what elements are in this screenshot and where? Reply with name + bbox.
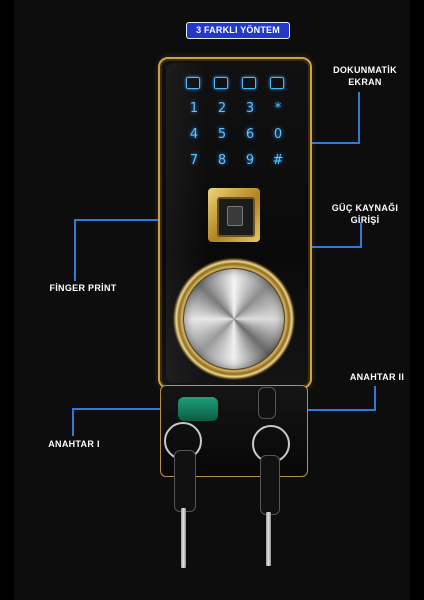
key-2-head (260, 455, 280, 515)
left-border (0, 0, 14, 600)
callout-line-key1-v (72, 408, 74, 436)
callout-line-power (360, 222, 362, 248)
keypad-key-6: 6 (245, 127, 255, 142)
keypad-key-8: 8 (217, 153, 227, 168)
label-key-2: ANAHTAR II (349, 372, 405, 382)
key-1-head (174, 450, 196, 512)
callout-line-key1 (72, 408, 172, 410)
label-touch-screen-text: DOKUNMATİK EKRAN (333, 65, 397, 87)
callout-line-finger-v (74, 219, 76, 281)
fingerprint-sensor (227, 206, 243, 226)
methods-badge: 3 FARKLI YÖNTEM (186, 22, 290, 39)
keypad-key-1: 1 (189, 101, 199, 116)
callout-line-power-h (302, 246, 362, 248)
card-icon (242, 77, 256, 89)
keypad-key-7: 7 (189, 153, 199, 168)
keypad-key-2: 2 (217, 101, 227, 116)
fingerprint-reader (208, 188, 260, 242)
product-photo: 3 FARKLI YÖNTEM DOKUNMATİK EKRAN GÜÇ KAY… (14, 0, 410, 600)
keypad-key-9: 9 (245, 153, 255, 168)
label-power-input: GÜÇ KAYNAĞI GİRİŞİ (326, 202, 404, 226)
key-2-blade (266, 512, 271, 566)
lock-knob (184, 269, 284, 369)
key-1-green-tag (178, 397, 218, 421)
label-key-1: ANAHTAR I (48, 439, 100, 449)
callout-line-key2 (374, 386, 376, 410)
right-border (410, 0, 424, 600)
callout-line-finger (74, 219, 202, 221)
knob-bezel (173, 258, 295, 380)
keypad-key-3: 3 (245, 101, 255, 116)
label-fingerprint: FİNGER PRİNT (49, 283, 117, 293)
keypad-key-5: 5 (217, 127, 227, 142)
keypad-key-*: * (274, 101, 282, 116)
keypad-key-0: 0 (273, 127, 283, 142)
keypad-key-4: 4 (189, 127, 199, 142)
key-2-top (258, 387, 276, 419)
label-power-input-text: GÜÇ KAYNAĞI GİRİŞİ (331, 203, 399, 225)
fingerprint-window (217, 197, 255, 237)
lock-mode-icon (186, 77, 200, 89)
key-1-blade (181, 508, 186, 568)
label-touch-screen: DOKUNMATİK EKRAN (326, 64, 404, 88)
keypad-key-#: # (272, 153, 284, 168)
callout-line-touch-h (276, 142, 360, 144)
smart-lock: 1 2 3 * 4 5 6 0 7 8 9 # (158, 57, 312, 389)
callout-line-touch (358, 92, 360, 143)
settings-icon (270, 77, 284, 89)
unlock-icon (214, 77, 228, 89)
callout-line-key2-h (298, 409, 376, 411)
